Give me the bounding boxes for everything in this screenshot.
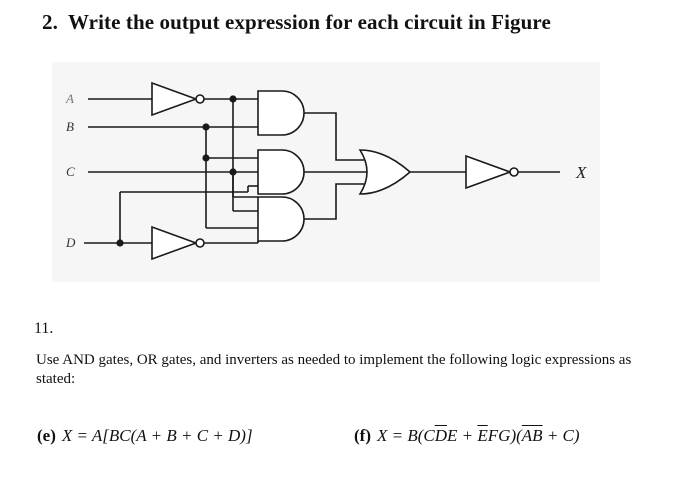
input-label-d: D — [65, 235, 76, 250]
and-gate-3-icon — [257, 196, 305, 242]
junction-dot — [229, 168, 237, 176]
expression-f-lhs: X = B( — [376, 426, 424, 445]
inverter-2-icon — [151, 225, 199, 261]
input-label-c: C — [66, 164, 75, 179]
paren-mid: )( — [510, 426, 522, 445]
plus-sign: + — [457, 426, 478, 445]
output-inverter-icon — [465, 154, 513, 190]
term-e: E — [447, 426, 458, 445]
expression-e-text: X = A[BC(A + B + C + D)] — [61, 426, 253, 445]
expression-e-tag: (e) — [37, 426, 56, 445]
input-label-b: B — [66, 119, 74, 134]
question-heading: 2. Write the output expression for each c… — [42, 10, 551, 35]
inverter-2-bubble — [195, 238, 205, 248]
question-text: Write the output expression for each cir… — [67, 10, 551, 34]
output-label-x: X — [575, 163, 587, 182]
term-c: C — [423, 426, 435, 445]
expression-e: (e) X = A[BC(A + B + C + D)] — [37, 426, 253, 446]
inverter-1-bubble — [195, 94, 205, 104]
input-label-a: A — [65, 91, 74, 106]
logic-circuit-diagram: A B C D X — [65, 81, 587, 261]
term-fg: FG — [487, 426, 511, 445]
problem-instruction: Use AND gates, OR gates, and inverters a… — [36, 352, 632, 387]
term-e-bar: E — [477, 426, 488, 445]
problem-number: 11. — [34, 320, 54, 337]
and-gate-1-icon — [257, 90, 305, 136]
output-inverter-bubble — [509, 167, 519, 177]
junction-dot — [202, 123, 210, 131]
expression-f-tail: + C) — [542, 426, 580, 445]
junction-dot — [229, 95, 237, 103]
expression-f: (f)X = B(CDE + EFG)(AB + C) — [354, 426, 580, 446]
and-gate-2-icon — [257, 149, 305, 195]
or-gate-icon — [358, 149, 412, 195]
inverter-1-icon — [151, 81, 199, 117]
question-number: 2. — [42, 10, 58, 34]
junction-dot — [116, 239, 124, 247]
expression-f-tag: (f) — [354, 426, 371, 445]
junction-dot — [202, 154, 210, 162]
term-ab-bar: AB — [521, 426, 543, 445]
term-d-bar: D — [434, 426, 448, 445]
